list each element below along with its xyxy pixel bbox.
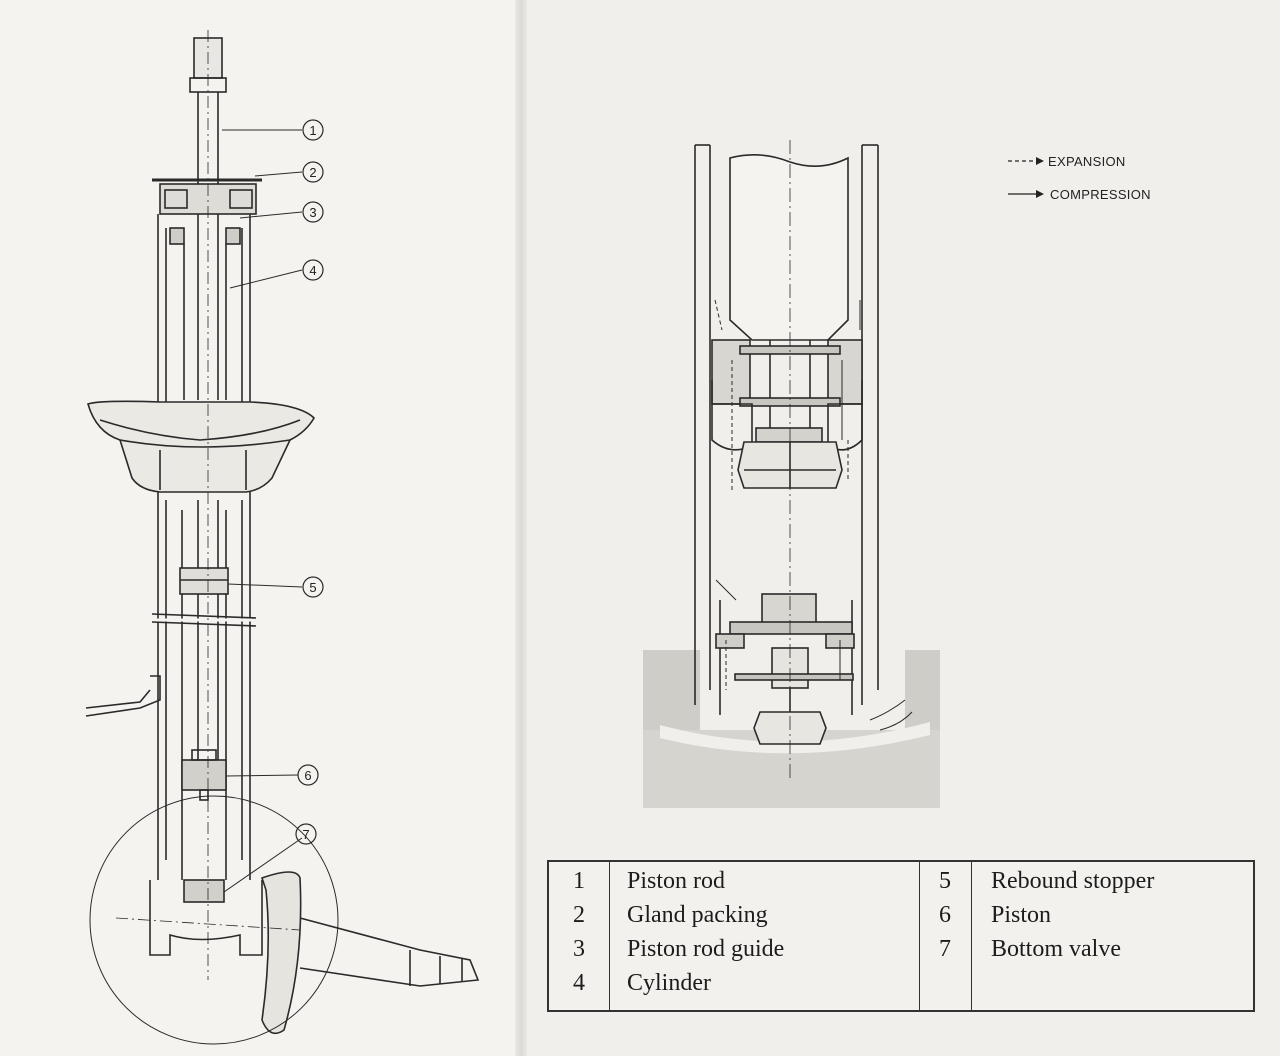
callout-4: 4 <box>302 259 324 281</box>
part-number: 7 <box>939 936 951 962</box>
callout-7: 7 <box>295 823 317 845</box>
part-name: Cylinder <box>627 970 711 996</box>
compression-legend-item: COMPRESSION <box>1008 187 1151 202</box>
svg-text:6: 6 <box>304 768 311 783</box>
callout-2: 2 <box>302 161 324 183</box>
svg-text:COMPRESSION: COMPRESSION <box>1050 187 1151 202</box>
parts-table: 1 Piston rod 2 Gland packing 3 Piston ro… <box>547 860 1255 1012</box>
table-divider <box>919 862 920 1010</box>
part-number: 1 <box>573 868 585 894</box>
callout-6: 6 <box>297 764 319 786</box>
part-name: Rebound stopper <box>991 868 1155 894</box>
cylinder-detail <box>694 140 879 780</box>
svg-text:7: 7 <box>302 827 309 842</box>
part-name: Bottom valve <box>991 936 1121 962</box>
table-divider <box>971 862 972 1010</box>
part-number: 6 <box>939 902 951 928</box>
strut-cross-section-drawing: 1 2 3 4 5 6 7 <box>85 30 480 1045</box>
page-gutter <box>515 0 527 1056</box>
svg-text:3: 3 <box>309 205 316 220</box>
svg-text:EXPANSION: EXPANSION <box>1048 154 1126 169</box>
callout-leaders <box>222 129 303 893</box>
callout-markers: 1 2 3 4 5 6 7 <box>295 119 324 845</box>
svg-text:2: 2 <box>309 165 316 180</box>
svg-text:1: 1 <box>309 123 316 138</box>
part-number: 2 <box>573 902 585 928</box>
callout-1: 1 <box>302 119 324 141</box>
part-number: 4 <box>573 970 585 996</box>
part-name: Piston rod <box>627 868 726 894</box>
flow-legend: EXPANSION COMPRESSION <box>1008 154 1151 202</box>
callout-5: 5 <box>302 576 324 598</box>
part-number: 5 <box>939 868 951 894</box>
svg-text:5: 5 <box>309 580 316 595</box>
reservoir-base <box>643 730 940 808</box>
expansion-legend-item: EXPANSION <box>1008 154 1126 169</box>
part-name: Piston rod guide <box>627 936 785 962</box>
svg-text:4: 4 <box>309 263 316 278</box>
part-number: 3 <box>573 936 585 962</box>
callout-3: 3 <box>302 201 324 223</box>
flow-arrows <box>714 299 913 731</box>
part-name: Gland packing <box>627 902 768 928</box>
part-name: Piston <box>991 902 1052 928</box>
strut-body <box>85 30 480 1045</box>
table-divider <box>609 862 610 1010</box>
